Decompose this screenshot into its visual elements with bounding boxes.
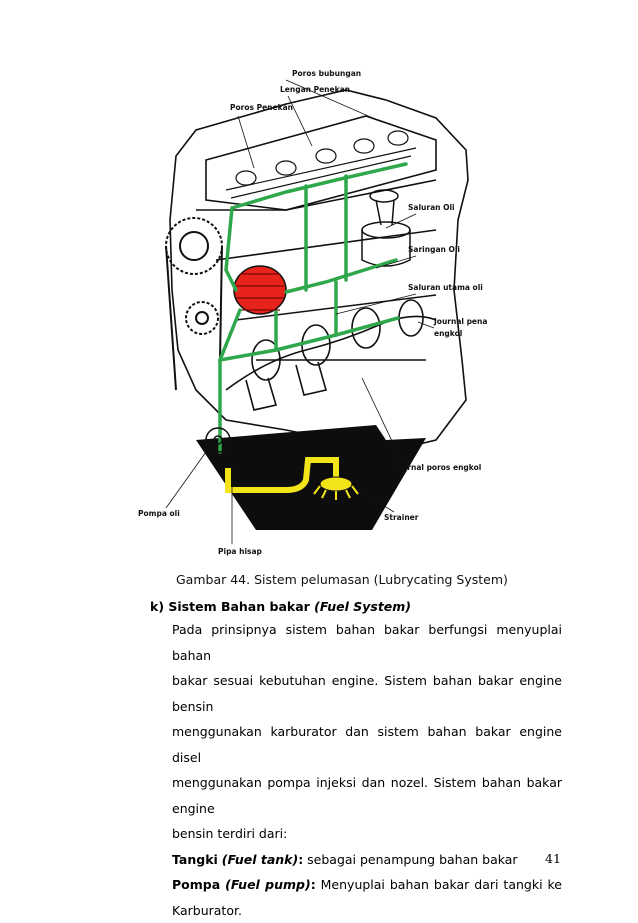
figure-caption: Gambar 44. Sistem pelumasan (Lubrycating…	[176, 572, 508, 587]
label-poros-bubungan: Poros bubungan	[292, 69, 361, 78]
label-lengan-penekan: Lengan Penekan	[280, 85, 350, 94]
oil-filter-icon	[234, 266, 286, 314]
label-pompa-oli: Pompa oli	[138, 509, 180, 518]
label-saringan-oli: Saringan Oli	[408, 245, 460, 254]
section-marker: k)	[150, 599, 164, 614]
lubrication-system-figure: Poros bubungan Lengan Penekan Poros Pene…	[136, 60, 502, 560]
list-item-tangki: Tangki (Fuel tank): sebagai penampung ba…	[172, 847, 562, 873]
item-desc: Menyuplai bahan bakar dari tangki ke	[316, 877, 562, 892]
paragraph-line: bakar sesuai kebutuhan engine. Sistem ba…	[172, 668, 562, 719]
paragraph-line: Pada prinsipnya sistem bahan bakar berfu…	[172, 617, 562, 668]
label-saluran-utama-oli: Saluran utama oli	[408, 283, 483, 292]
label-pipa-hisap: Pipa hisap	[218, 547, 263, 556]
paragraph-line: menggunakan pompa injeksi dan nozel. Sis…	[172, 770, 562, 821]
item-term: Pompa	[172, 877, 220, 892]
body-paragraph: Pada prinsipnya sistem bahan bakar berfu…	[172, 617, 562, 923]
list-item-cont: Karburator.	[172, 898, 562, 923]
label-strainer: Strainer	[384, 513, 419, 522]
label-poros-penekan: Poros Penekan	[230, 103, 293, 112]
section-heading: k) Sistem Bahan bakar (Fuel System)	[150, 599, 411, 614]
label-journal-poros-engkol: Journal poros engkol	[393, 463, 481, 472]
label-journal-pena-1: Journal pena	[433, 317, 487, 326]
page-number: 41	[545, 851, 561, 866]
engine-diagram: Poros bubungan Lengan Penekan Poros Pene…	[136, 60, 502, 560]
label-saluran-oli: Saluran Oli	[408, 203, 455, 212]
item-term-em: (Fuel pump)	[225, 877, 311, 892]
list-item-pompa: Pompa (Fuel pump): Menyuplai bahan bakar…	[172, 872, 562, 898]
item-desc: sebagai penampung bahan bakar	[303, 852, 517, 867]
paragraph-line: menggunakan karburator dan sistem bahan …	[172, 719, 562, 770]
section-title-em: (Fuel System)	[314, 599, 411, 614]
label-journal-pena-2: engkol	[434, 329, 462, 338]
paragraph-line: bensin terdiri dari:	[172, 821, 562, 847]
item-term-em: (Fuel tank)	[222, 852, 298, 867]
section-title: Sistem Bahan bakar	[168, 599, 309, 614]
item-term: Tangki	[172, 852, 218, 867]
